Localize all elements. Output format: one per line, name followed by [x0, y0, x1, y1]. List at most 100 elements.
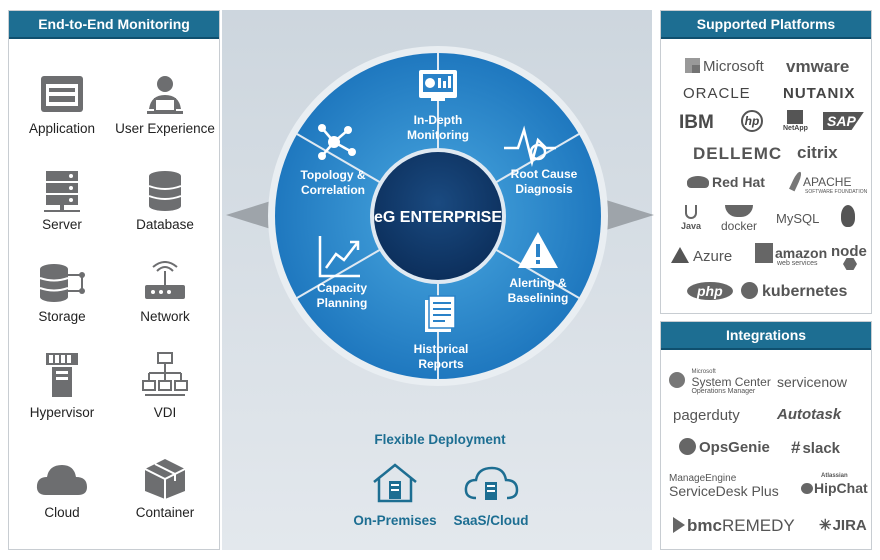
monitoring-title: End-to-End Monitoring	[9, 11, 219, 39]
logo-hp: hp	[741, 110, 763, 132]
microsoft-icon	[685, 58, 700, 73]
platforms-panel: Supported Platforms Microsoft vmware ORA…	[660, 10, 872, 314]
logo-redhat: Red Hat	[687, 174, 765, 190]
java-cup-icon	[685, 205, 698, 219]
segment-in-depth-monitoring: In-Depth Monitoring	[407, 113, 469, 142]
integrations-title: Integrations	[661, 322, 871, 350]
cloud-server-icon	[464, 466, 519, 500]
left-arrow	[226, 200, 274, 230]
vdi-icon	[142, 352, 188, 396]
label-container: Container	[135, 505, 195, 520]
logo-aws: amazon web services	[755, 243, 827, 267]
server-icon	[44, 171, 80, 212]
label-storage: Storage	[38, 309, 86, 324]
kubernetes-wheel-icon	[741, 282, 758, 299]
opsgenie-icon	[679, 438, 696, 455]
node-hexagon-icon	[843, 258, 857, 270]
segment-topology-correlation: Topology & Correlation	[300, 168, 366, 197]
label-hypervisor: Hypervisor	[29, 405, 95, 420]
logo-system-center: Microsoft System Center Operations Manag…	[669, 367, 771, 397]
item-vdi: VDI	[115, 351, 215, 420]
aws-cubes-icon	[755, 243, 773, 263]
logo-opsgenie: OpsGenie	[679, 438, 770, 456]
segment-capacity-planning: Capacity Planning	[316, 281, 368, 310]
user-icon	[147, 76, 183, 114]
logo-vmware: vmware	[786, 57, 850, 76]
label-user-experience: User Experience	[115, 121, 215, 136]
logo-kubernetes: kubernetes	[741, 282, 847, 301]
hp-icon: hp	[741, 110, 763, 132]
logo-slack: #slack	[791, 438, 841, 457]
logo-sap: SAP	[823, 112, 864, 130]
slack-hash-icon: #	[791, 438, 801, 457]
logo-bmc-remedy: bmcREMEDY	[673, 516, 795, 536]
logo-apache: APACHE SOFTWARE FOUNDATION	[789, 170, 867, 195]
item-database: Database	[115, 169, 215, 232]
bmc-icon	[673, 517, 685, 533]
item-user-experience: User Experience	[109, 73, 221, 136]
redhat-icon	[687, 176, 709, 188]
logo-servicenow: servicenow	[777, 374, 848, 390]
logo-microsoft: Microsoft	[685, 58, 764, 75]
logo-hipchat: Atlassian HipChat	[801, 470, 868, 495]
platforms-title: Supported Platforms	[661, 11, 871, 39]
logo-dellemc: DELLEMC	[693, 144, 783, 163]
system-center-icon	[669, 372, 685, 388]
item-container: Container	[115, 457, 215, 520]
pulse-target-icon	[504, 125, 556, 167]
container-icon	[144, 459, 186, 499]
monitoring-panel: End-to-End Monitoring Application User E…	[8, 10, 220, 550]
item-server: Server	[12, 169, 112, 232]
logo-jira: ✳JIRA	[819, 517, 867, 534]
logo-linux	[841, 205, 855, 227]
azure-icon	[671, 247, 689, 263]
jira-icon: ✳	[819, 517, 832, 534]
storage-icon	[39, 264, 85, 302]
hypervisor-icon	[46, 353, 78, 397]
label-server: Server	[42, 217, 82, 232]
item-application: Application	[12, 73, 112, 136]
logo-node: node	[831, 243, 867, 270]
logo-nutanix: NUTANIX	[783, 85, 856, 102]
docker-whale-icon	[725, 205, 754, 217]
item-storage: Storage	[12, 261, 112, 324]
label-cloud: Cloud	[44, 505, 80, 520]
segment-root-cause-diagnosis: Root Cause Diagnosis	[510, 167, 578, 196]
warning-icon	[518, 232, 558, 268]
label-database: Database	[136, 217, 194, 232]
linux-tux-icon	[841, 205, 855, 227]
logo-java: Java	[681, 201, 701, 231]
logo-php: php	[687, 282, 733, 300]
logo-mysql: MySQL	[776, 211, 820, 226]
apache-feather-icon	[789, 170, 803, 192]
topology-icon	[318, 124, 356, 160]
item-cloud: Cloud	[12, 457, 112, 520]
deployment-saas-cloud: SaaS/Cloud	[453, 513, 529, 528]
deployment-title: Flexible Deployment	[374, 432, 506, 447]
logo-autotask: Autotask	[777, 406, 842, 423]
label-network: Network	[140, 309, 190, 324]
segment-alerting-baselining: Alerting & Baselining	[507, 276, 569, 305]
logo-citrix: citrix	[797, 143, 838, 162]
logo-oracle: ORACLE	[683, 85, 751, 102]
network-icon	[145, 261, 185, 299]
central-wheel: eG ENTERPRISE	[226, 46, 654, 386]
label-vdi: VDI	[153, 405, 177, 420]
house-server-icon	[373, 463, 417, 503]
logo-docker: docker	[721, 203, 757, 233]
netapp-icon	[787, 110, 804, 124]
hub-label: eG ENTERPRISE	[374, 209, 502, 226]
report-icon	[425, 295, 456, 332]
item-network: Network	[115, 261, 215, 324]
growth-chart-icon	[318, 236, 360, 278]
cloud-icon	[36, 465, 87, 495]
right-arrow	[606, 200, 654, 230]
hipchat-bubble-icon	[801, 483, 813, 494]
segment-historical-reports: Historical Reports	[413, 342, 469, 371]
item-hypervisor: Hypervisor	[12, 351, 112, 420]
logo-servicedesk-plus: ManageEngine ServiceDesk Plus	[669, 473, 779, 499]
label-application: Application	[28, 121, 96, 136]
logo-ibm: IBM	[679, 112, 714, 133]
logo-pagerduty: pagerduty	[673, 407, 740, 424]
deployment-on-premises: On-Premises	[353, 513, 437, 528]
